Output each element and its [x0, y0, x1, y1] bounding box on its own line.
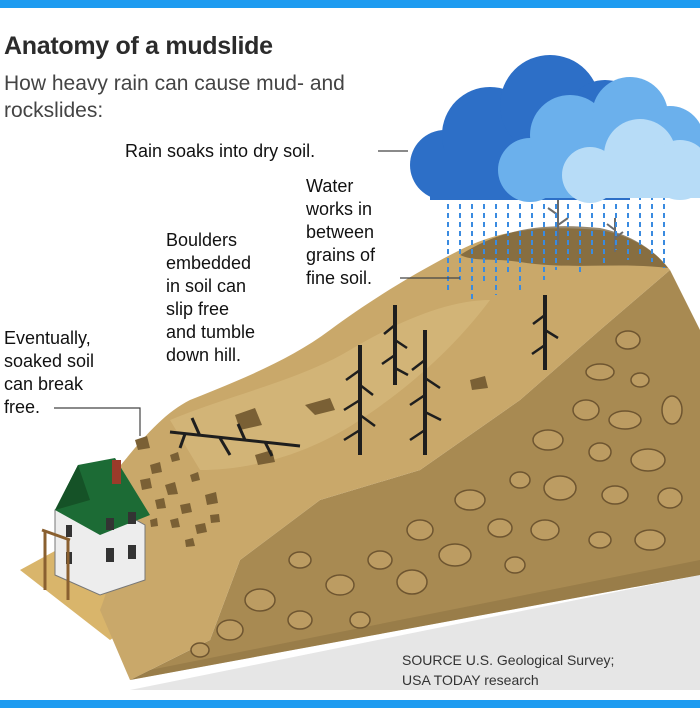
annotation-water-line: fine soil.	[306, 268, 373, 288]
annotation-soil: Eventually, soaked soil can break free.	[4, 327, 94, 419]
annotation-boulders-line: in soil can	[166, 276, 247, 296]
house	[41, 458, 150, 600]
annotation-rain: Rain soaks into dry soil.	[125, 141, 316, 161]
leader-lines	[54, 150, 460, 436]
embedded-rocks	[190, 330, 683, 658]
annotation-water-line: Water	[306, 176, 354, 196]
fallen-tree	[169, 417, 301, 457]
page-subtitle: How heavy rain can cause mud- and rocksl…	[4, 72, 345, 122]
soil-surface	[75, 228, 670, 680]
page-title: Anatomy of a mudslide	[4, 32, 273, 60]
top-accent-bar	[0, 0, 700, 8]
soil-cross-section-dark	[130, 560, 700, 680]
standing-trees	[343, 295, 559, 455]
rain	[447, 195, 665, 300]
annotation-soil-line: Eventually,	[4, 328, 91, 348]
annotation-boulders-line: down hill.	[166, 345, 242, 365]
annotation-water: Water works in between grains of fine so…	[306, 175, 375, 290]
source-credit: SOURCE U.S. Geological Survey; USA TODAY…	[402, 650, 614, 690]
source-line: SOURCE U.S. Geological Survey;	[402, 652, 615, 668]
source-line: USA TODAY research	[402, 672, 539, 688]
annotation-boulders-line: slip free	[166, 299, 230, 319]
soil-cross-section	[130, 270, 700, 680]
annotation-boulders-line: Boulders	[166, 230, 238, 250]
annotation-water-line: between	[306, 222, 375, 242]
annotation-boulders: Boulders embedded in soil can slip free …	[166, 229, 255, 367]
annotation-water-line: works in	[306, 199, 373, 219]
falling-debris	[135, 436, 220, 547]
annotation-soil-line: soaked soil	[4, 351, 95, 371]
annotation-water-line: grains of	[306, 245, 376, 265]
storm-cloud	[410, 55, 700, 203]
annotation-boulders-line: and tumble	[166, 322, 256, 342]
annotation-soil-line: can break	[4, 374, 84, 394]
annotation-soil-line: free.	[4, 397, 41, 417]
ground-shadow	[130, 575, 700, 690]
bottom-accent-bar	[0, 700, 700, 708]
annotation-boulders-line: embedded	[166, 253, 252, 273]
